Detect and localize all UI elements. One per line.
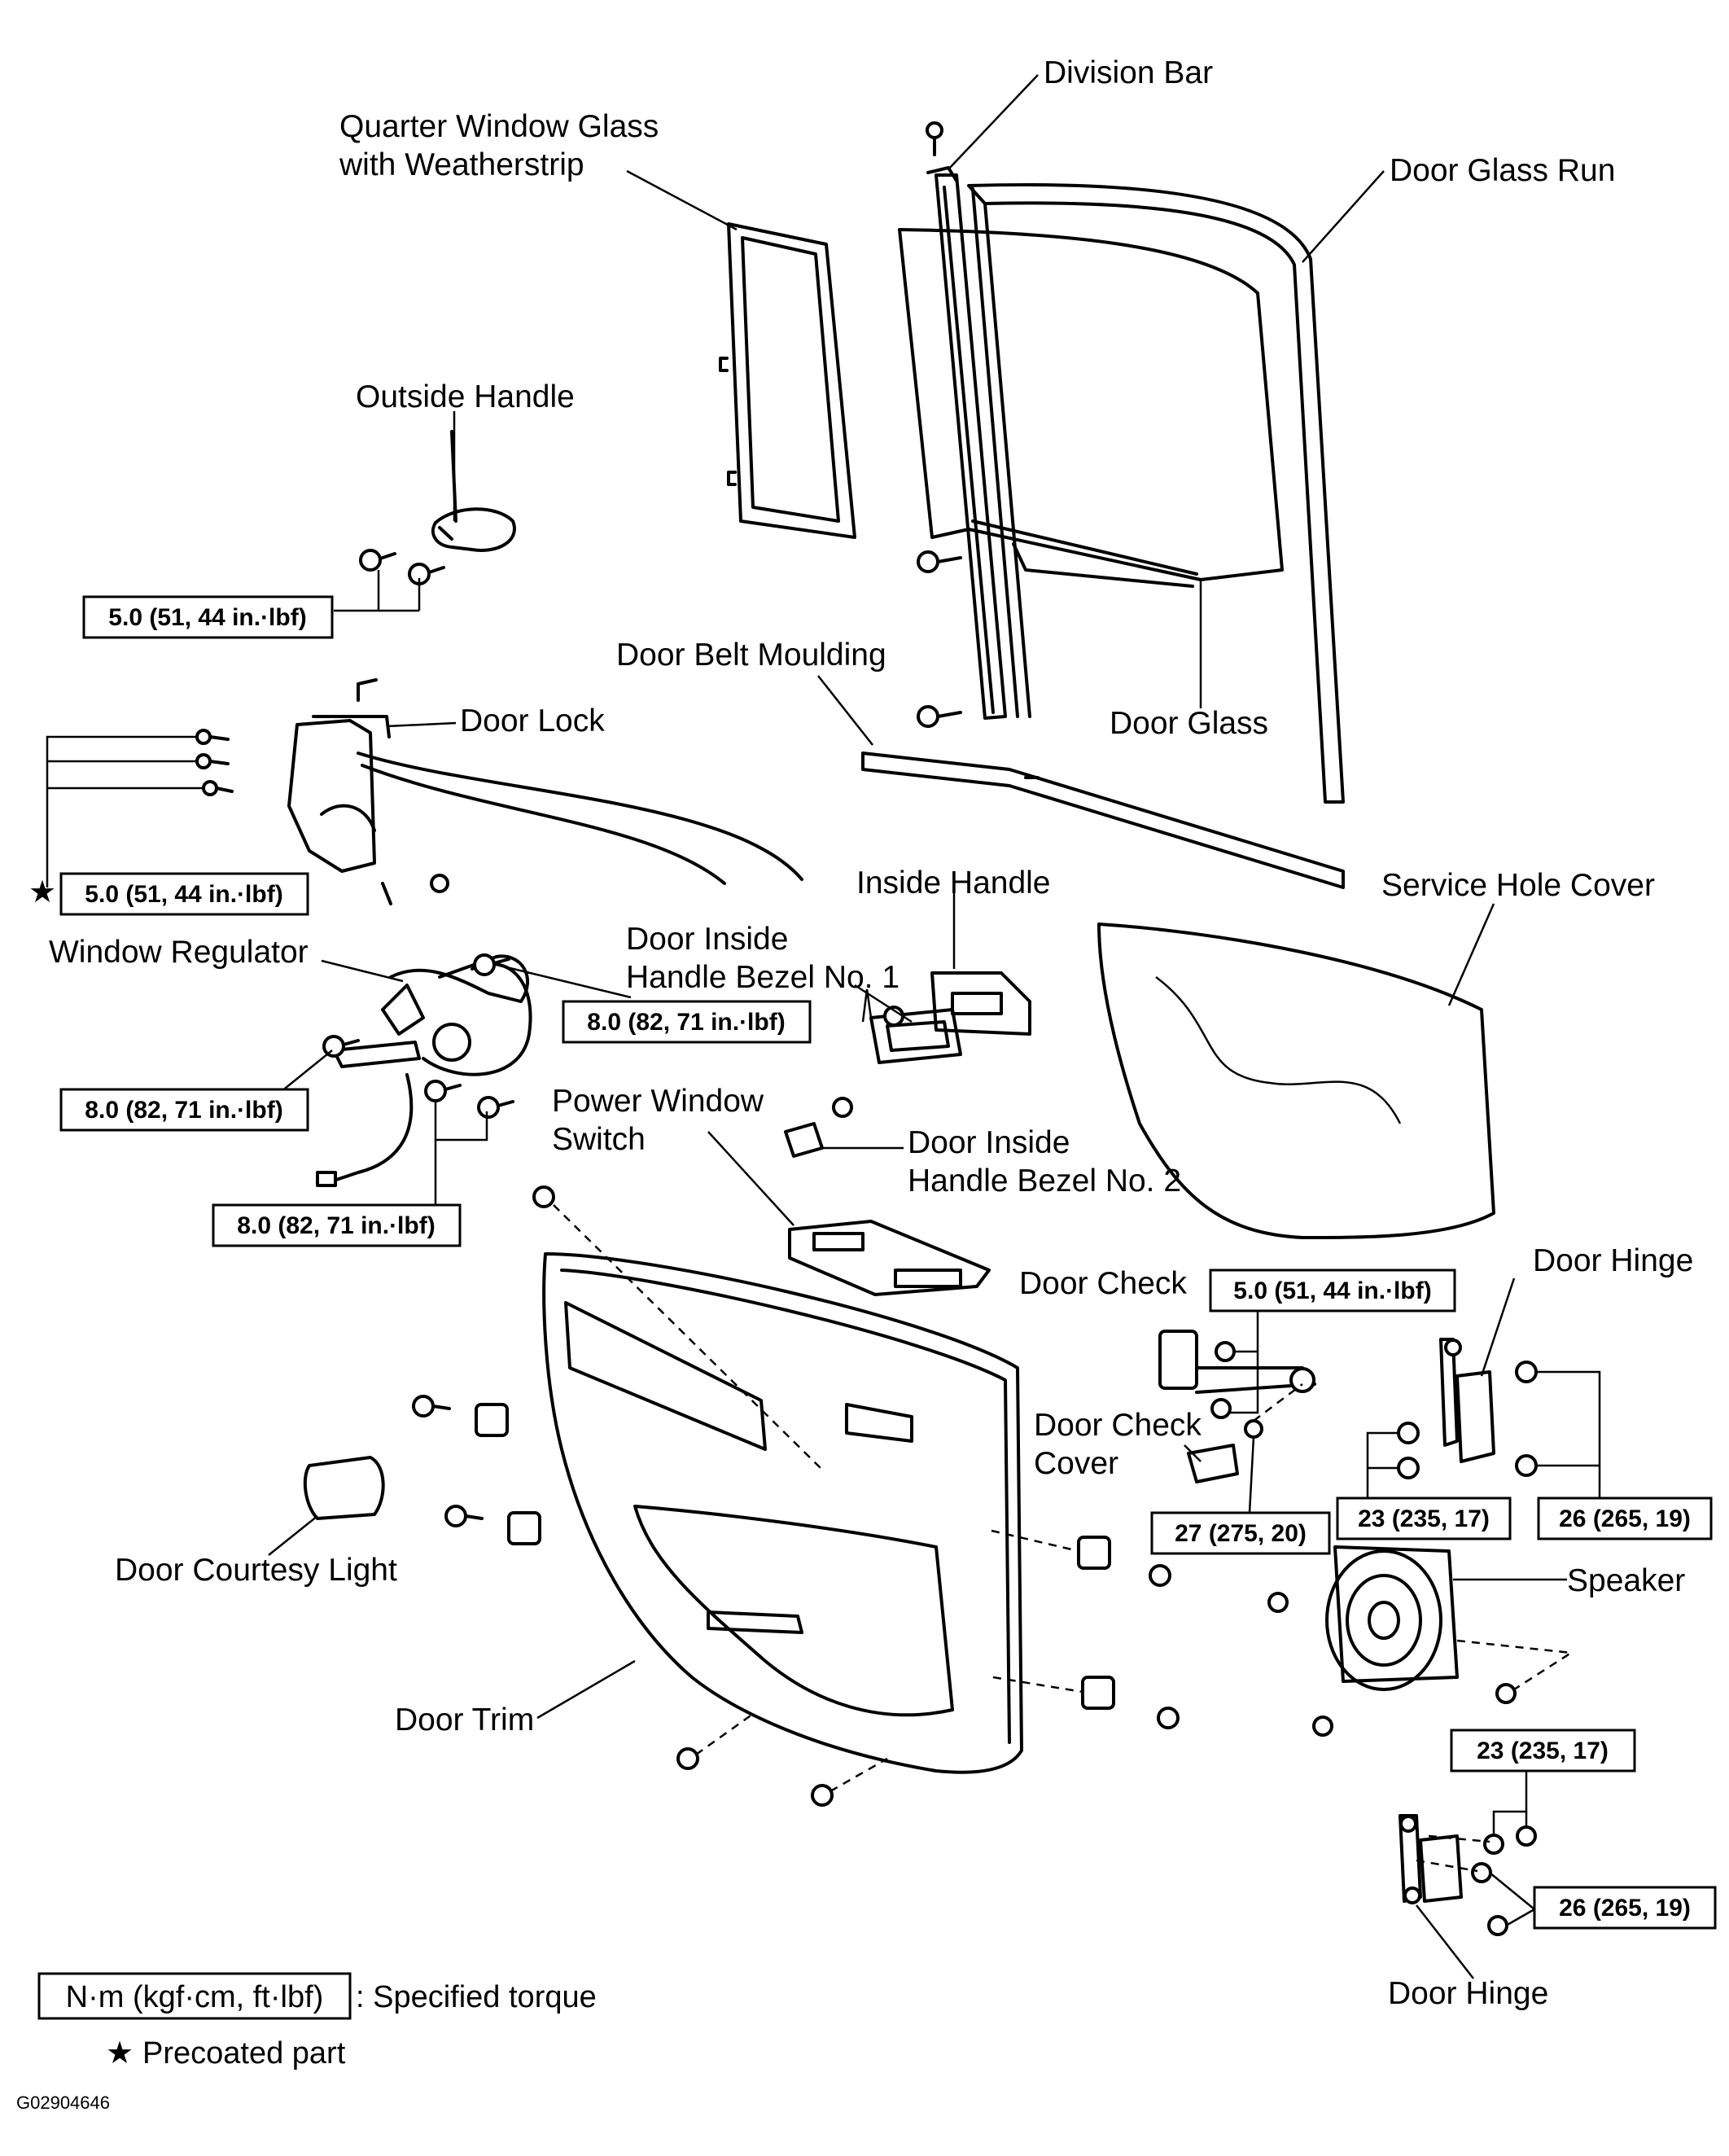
label-door-glass: Door Glass [1110,706,1268,741]
quarter-window-glass [719,222,856,539]
figure-code: G02904646 [16,2092,110,2113]
legend-precoat-desc: Precoated part [142,2036,346,2071]
torque-door-lock: 5.0 (51, 44 in.·lbf) [85,881,282,908]
label-bezel-no-1-2: Handle Bezel No. 1 [626,960,900,995]
label-quarter-window-glass: Quarter Window Glass [339,109,659,144]
label-door-glass-run: Door Glass Run [1390,153,1615,188]
torque-regulator-bottom: 8.0 (82, 71 in.·lbf) [237,1212,435,1239]
door-trim-screw [532,1185,834,1807]
trim-clip [412,1395,1180,1729]
door-check-cover-bolt [1244,1419,1263,1439]
legend-precoat-star: ★ [106,2036,134,2071]
door-inside-handle-bezel-no-2 [784,1122,824,1158]
label-door-hinge-lower: Door Hinge [1388,1976,1548,2011]
torque-hinge-upper-right: 26 (265, 19) [1559,1505,1691,1532]
door-belt-moulding [861,752,1345,889]
inside-handle [930,971,1031,1036]
label-door-lock: Door Lock [460,703,605,738]
precoat-star-door-lock: ★ [28,875,56,909]
door-lock-screw [195,729,234,796]
torque-hinge-upper-left: 23 (235, 17) [1358,1505,1490,1532]
door-lock [287,678,803,905]
torque-hinge-lower-top: 23 (235, 17) [1477,1738,1609,1764]
hinge-bolt [1471,1825,1537,1936]
hinge-bolt [1397,1361,1538,1479]
glass-screw [917,550,962,728]
torque-connectors [46,570,1601,1927]
part-labels: Division Bar Quarter Window Glass with W… [49,55,1693,2011]
label-door-check-cover-2: Cover [1034,1446,1118,1481]
service-hole-cover [1097,922,1495,1239]
label-division-bar: Division Bar [1044,55,1213,90]
torque-door-check: 5.0 (51, 44 in.·lbf) [1233,1277,1431,1304]
outside-handle [431,430,516,552]
outside-handle-bolt [359,549,445,585]
door-courtesy-light [303,1456,385,1520]
label-door-trim: Door Trim [395,1702,534,1738]
label-power-window-switch-2: Switch [552,1122,646,1157]
torque-regulator-top: 8.0 (82, 71 in.·lbf) [587,1009,785,1036]
torque-outside-handle: 5.0 (51, 44 in.·lbf) [108,604,306,631]
speaker-screw [1267,1592,1517,1737]
door-hinge-lower [1399,1814,1463,1904]
label-door-belt-moulding: Door Belt Moulding [616,638,886,673]
regulator-bolt [322,953,514,1119]
label-door-check: Door Check [1019,1266,1187,1301]
legend-torque-desc: : Specified torque [356,1980,597,2014]
door-hinge-upper [1439,1338,1495,1463]
label-door-check-cover: Door Check [1034,1408,1202,1443]
torque-check-cover: 27 (275, 20) [1175,1520,1307,1547]
label-bezel-no-1: Door Inside [626,922,788,957]
label-outside-handle: Outside Handle [356,379,575,414]
label-bezel-no-2-2: Handle Bezel No. 2 [908,1163,1181,1199]
label-bezel-no-2: Door Inside [908,1125,1070,1160]
window-regulator [316,954,532,1187]
label-speaker: Speaker [1567,1563,1685,1598]
door-check [1158,1330,1316,1394]
label-inside-handle: Inside Handle [856,865,1051,901]
door-glass [898,228,1284,588]
installation-lines [553,1204,1574,1873]
label-window-regulator: Window Regulator [49,935,309,970]
torque-regulator-left: 8.0 (82, 71 in.·lbf) [85,1097,282,1124]
leader-lines [268,74,1567,1979]
legend: N·m (kgf·cm, ft·lbf) : Specified torque … [16,1972,597,2113]
door-check-cover [1187,1444,1239,1483]
door-inside-handle-bezel-no-1 [869,1008,962,1064]
label-quarter-window-glass-2: with Weatherstrip [339,147,584,182]
label-power-window-switch: Power Window [552,1084,764,1119]
torque-hinge-lower-right: 26 (265, 19) [1559,1895,1691,1922]
speaker [1325,1545,1459,1691]
door-glass-screw [926,121,943,156]
door-glass-run [967,182,1345,804]
division-bar [926,166,1007,720]
legend-torque-unit: N·m (kgf·cm, ft·lbf) [66,1980,324,2014]
label-door-hinge-upper: Door Hinge [1533,1243,1693,1278]
label-service-hole-cover: Service Hole Cover [1381,868,1655,903]
torque-specs: 5.0 (51, 44 in.·lbf) ★ 5.0 (51, 44 in.·l… [28,595,1717,1930]
door-trim [542,1252,1023,1774]
door-check-bolt [1210,1341,1236,1419]
power-window-switch [788,1220,991,1296]
label-door-courtesy-light: Door Courtesy Light [115,1553,397,1588]
bezel-screw [832,1006,904,1118]
